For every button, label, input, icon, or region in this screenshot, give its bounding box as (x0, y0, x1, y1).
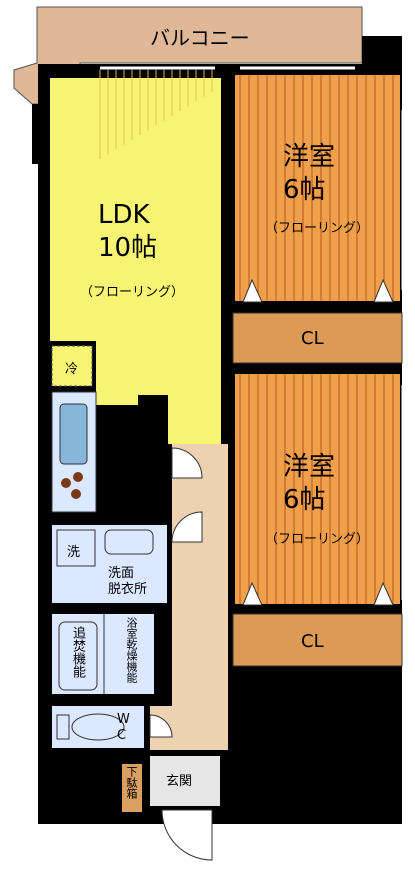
toilet-icon (71, 713, 125, 741)
bedroom1-size: 6帖 (283, 175, 326, 205)
door-swing (171, 447, 203, 479)
ldk-name: LDK (98, 200, 150, 230)
closet2 (232, 613, 403, 667)
corner-marker (373, 278, 394, 303)
bedroom2-name: 洋室 (283, 452, 336, 482)
ldk-size: 10帖 (98, 233, 158, 263)
stove-burner-icon (73, 472, 83, 482)
balcony-label: バルコニー (150, 26, 250, 50)
washer-label: 洗 (67, 545, 81, 560)
bedroom1-floor-lines (239, 75, 394, 301)
ldk-floor-label: （フローリング） (80, 285, 185, 300)
bedroom2-floor (235, 374, 400, 604)
corner-marker (373, 581, 394, 606)
wc-label: WC (117, 712, 130, 743)
closet1-label: CL (301, 328, 324, 349)
toilet-tank-icon (56, 714, 70, 740)
water-heater-panel (58, 621, 98, 691)
entrance-label: 玄関 (166, 774, 193, 789)
bedroom2-size: 6帖 (283, 485, 326, 515)
closet1 (232, 312, 403, 364)
sink-icon (59, 403, 88, 465)
bedroom2-floor-lines (239, 374, 394, 604)
fridge-label: 冷 (65, 362, 79, 377)
shoe-box (122, 764, 142, 812)
stove-burner-icon (61, 478, 71, 488)
door-swing (149, 714, 173, 738)
corner-marker (242, 278, 263, 303)
bath-dryer-label: 浴室乾燥機能 (125, 617, 138, 683)
outer-wall (32, 104, 52, 164)
shoe-box-label: 下駄箱 (125, 766, 138, 799)
washroom-label: 洗面 脱衣所 (108, 566, 148, 597)
ldk-floor (50, 341, 221, 444)
door-swing (171, 511, 203, 543)
ldk-floor (50, 78, 221, 341)
ldk-window-stripes (99, 70, 213, 159)
washer-space (56, 529, 96, 567)
fridge-space (51, 345, 93, 387)
bedroom1-floor (235, 75, 400, 301)
closet2-label: CL (301, 631, 324, 652)
corner-marker (242, 581, 263, 606)
entrance (150, 756, 220, 806)
bedroom1-floor-label: （フローリング） (265, 221, 370, 236)
stove-burner-icon (71, 489, 81, 499)
water-heater-label: 追焚機能 (70, 626, 85, 678)
vanity-sink-icon (104, 529, 154, 555)
bedroom2-floor-label: （フローリング） (265, 532, 370, 547)
corridor (172, 444, 228, 750)
door-swing (161, 809, 213, 861)
bedroom1-name: 洋室 (283, 142, 336, 172)
